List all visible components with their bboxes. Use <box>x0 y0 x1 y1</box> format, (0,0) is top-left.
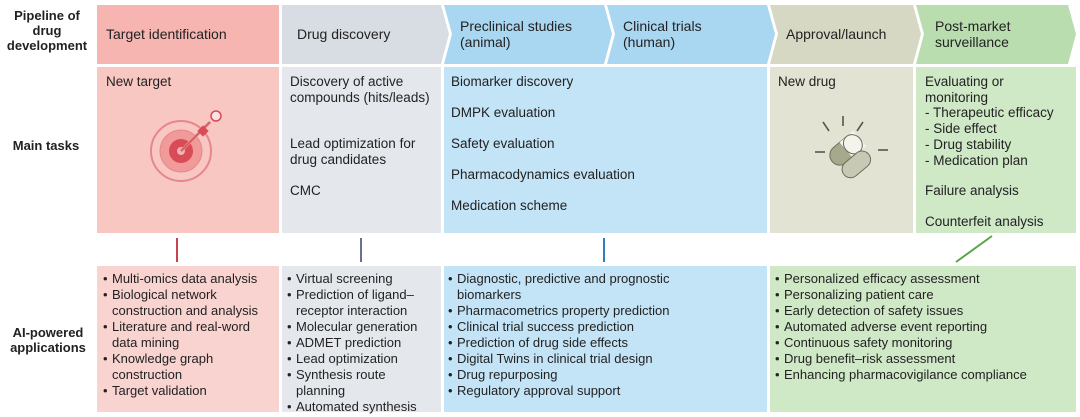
task-panel-postmarket <box>916 67 1076 233</box>
stage-arrow-postmarket <box>916 5 1076 64</box>
task-new-drug: New drug <box>778 74 836 89</box>
list-item: Early detection of safety issues <box>775 303 1073 319</box>
app-list-postmarket: Personalized efficacy assessment Persona… <box>775 271 1073 383</box>
list-item: Biological network construction and anal… <box>103 287 275 319</box>
app-list-target: Multi-omics data analysis Biological net… <box>103 271 275 399</box>
list-item: Personalized efficacy assessment <box>775 271 1073 287</box>
list-item: Continuous safety monitoring <box>775 335 1073 351</box>
task-panel-discovery <box>282 67 441 233</box>
task-discovery-2: Lead optimization for drug candidates <box>290 136 416 167</box>
list-item: Literature and real-word data mining <box>103 319 275 351</box>
list-item: Enhancing pharmacovigilance compliance <box>775 367 1073 383</box>
task-post-item-3: - Drug stability <box>925 137 1012 152</box>
row-label-ai: AI-powered applications <box>10 325 86 355</box>
task-post-item-1: - Therapeutic efficacy <box>925 105 1054 120</box>
task-post-item-4-text: Medication plan <box>933 153 1028 168</box>
task-preclinical-5: Medication scheme <box>451 198 568 213</box>
app-list-preclinical: Diagnostic, predictive and prognostic bi… <box>448 271 758 399</box>
list-item: Lead optimization <box>287 351 437 367</box>
stage-label-clinical: Clinical trials (human) <box>623 18 702 50</box>
task-post-item-2-text: Side effect <box>933 121 997 136</box>
list-item: Virtual screening <box>287 271 437 287</box>
task-preclinical-4: Pharmacodynamics evaluation <box>451 167 635 182</box>
list-item: Automated adverse event reporting <box>775 319 1073 335</box>
stage-label-postmarket: Post-market surveillance <box>935 18 1011 50</box>
task-new-target: New target <box>106 74 172 89</box>
stage-label-target: Target identification <box>106 26 227 42</box>
stage-arrow-discovery <box>282 5 449 64</box>
list-item: Automated synthesis <box>287 399 437 415</box>
task-post-heading: Evaluating or monitoring <box>925 74 1004 105</box>
row-label-tasks: Main tasks <box>12 138 80 153</box>
task-post-extra-2: Counterfeit analysis <box>925 214 1044 229</box>
list-item: Knowledge graph construction <box>103 351 275 383</box>
stage-label-discovery: Drug discovery <box>297 26 391 42</box>
stage-arrow-target <box>97 5 279 64</box>
target-icon <box>150 110 222 182</box>
list-item: ADMET prediction <box>287 335 437 351</box>
list-item: Synthesis route planning <box>287 367 437 399</box>
list-item: Personalizing patient care <box>775 287 1073 303</box>
stage-arrow-approval <box>770 5 921 64</box>
task-preclinical-1: Biomarker discovery <box>451 74 574 89</box>
connector-postmarket <box>955 235 993 263</box>
list-item: Drug benefit–risk assessment <box>775 351 1073 367</box>
task-post-item-1-text: Therapeutic efficacy <box>933 105 1054 120</box>
task-discovery-3: CMC <box>290 183 321 198</box>
task-preclinical-2: DMPK evaluation <box>451 105 556 120</box>
task-post-item-2: - Side effect <box>925 121 997 136</box>
stage-arrow-preclinical <box>444 5 612 64</box>
list-item: Target validation <box>103 383 275 399</box>
list-item: Drug repurposing <box>448 367 758 383</box>
list-item: Multi-omics data analysis <box>103 271 275 287</box>
list-item: Clinical trial success prediction <box>448 319 758 335</box>
list-item: Prediction of ligand–receptor interactio… <box>287 287 437 319</box>
list-item: Prediction of drug side effects <box>448 335 758 351</box>
list-item: Molecular generation <box>287 319 437 335</box>
task-panel-preclinical <box>444 67 767 233</box>
task-post-item-3-text: Drug stability <box>933 137 1012 152</box>
stage-label-approval: Approval/launch <box>786 26 887 42</box>
task-discovery-1: Discovery of active compounds (hits/lead… <box>290 74 430 105</box>
list-item: Regulatory approval support <box>448 383 758 399</box>
task-post-extra-1: Failure analysis <box>925 183 1019 198</box>
list-item: Pharmacometrics property prediction <box>448 303 758 319</box>
stage-arrow-clinical <box>607 5 775 64</box>
pill-icon <box>815 116 888 179</box>
list-item: Digital Twins in clinical trial design <box>448 351 758 367</box>
row-label-pipeline: Pipeline of drug development <box>6 8 88 53</box>
list-item: Diagnostic, predictive and prognostic bi… <box>448 271 707 303</box>
app-list-discovery: Virtual screening Prediction of ligand–r… <box>287 271 437 415</box>
task-preclinical-3: Safety evaluation <box>451 136 555 151</box>
task-post-item-4: - Medication plan <box>925 153 1028 168</box>
stage-label-preclinical: Preclinical studies (animal) <box>460 18 573 50</box>
